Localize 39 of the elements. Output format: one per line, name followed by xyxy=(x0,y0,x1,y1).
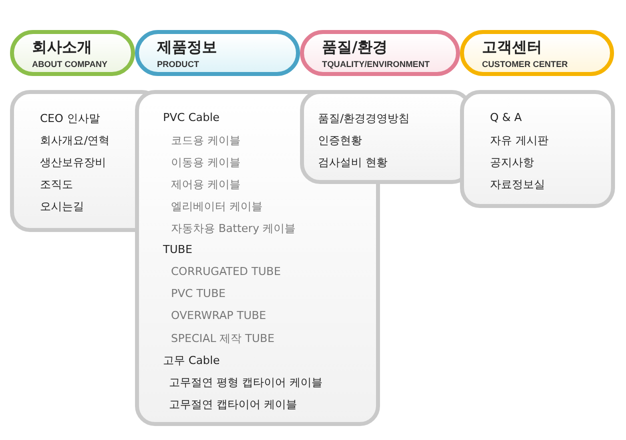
menu-item: 자유 게시판 xyxy=(490,133,548,148)
menu-item: 제어용 케이블 xyxy=(171,177,240,192)
tab-title: 회사소개 xyxy=(32,38,92,57)
tab-title: 품질/환경 xyxy=(322,38,388,57)
menu-item: 회사개요/연혁 xyxy=(40,133,110,148)
menu-item: 오시는길 xyxy=(40,199,84,214)
tab-title: 제품정보 xyxy=(157,38,217,57)
menu-item: OVERWRAP TUBE xyxy=(171,309,266,322)
menu-item: SPECIAL 제작 TUBE xyxy=(171,331,274,346)
menu-tab xyxy=(10,30,135,76)
menu-item: 자동차용 Battery 케이블 xyxy=(171,221,296,236)
menu-item: 고무절연 평형 캡타이어 케이블 xyxy=(169,375,322,390)
menu-item: 생산보유장비 xyxy=(40,155,106,170)
menu-item: 검사설비 현황 xyxy=(318,155,388,170)
menu-item: 품질/환경경영방침 xyxy=(318,111,410,126)
menu-item: 인증현황 xyxy=(318,133,362,148)
menu-item: TUBE xyxy=(163,243,192,256)
tab-subtitle: PRODUCT xyxy=(157,59,200,69)
menu-item: 조직도 xyxy=(40,177,73,192)
menu-item: 고무 Cable xyxy=(163,353,220,368)
menu-item: 공지사항 xyxy=(490,155,534,170)
menu-tab xyxy=(135,30,300,76)
menu-item: Q & A xyxy=(490,111,522,124)
menu-item: 엘리베이터 케이블 xyxy=(171,199,262,214)
menu-item: 고무절연 캡타이어 케이블 xyxy=(169,397,297,412)
menu-tab xyxy=(460,30,614,76)
menu-item: 코드용 케이블 xyxy=(171,133,240,148)
dropdown-panel xyxy=(460,90,615,208)
tab-subtitle: CUSTOMER CENTER xyxy=(482,59,568,69)
menu-item: CORRUGATED TUBE xyxy=(171,265,281,278)
tab-subtitle: ABOUT COMPANY xyxy=(32,59,108,69)
menu-item: 자료정보실 xyxy=(490,177,545,192)
menu-tab xyxy=(300,30,460,76)
menu-item: CEO 인사말 xyxy=(40,111,100,126)
menu-item: PVC TUBE xyxy=(171,287,226,300)
menu-item: 이동용 케이블 xyxy=(171,155,240,170)
tab-title: 고객센터 xyxy=(482,38,542,57)
menu-item: PVC Cable xyxy=(163,111,220,124)
tab-subtitle: TQUALITY/ENVIRONMENT xyxy=(322,59,430,69)
